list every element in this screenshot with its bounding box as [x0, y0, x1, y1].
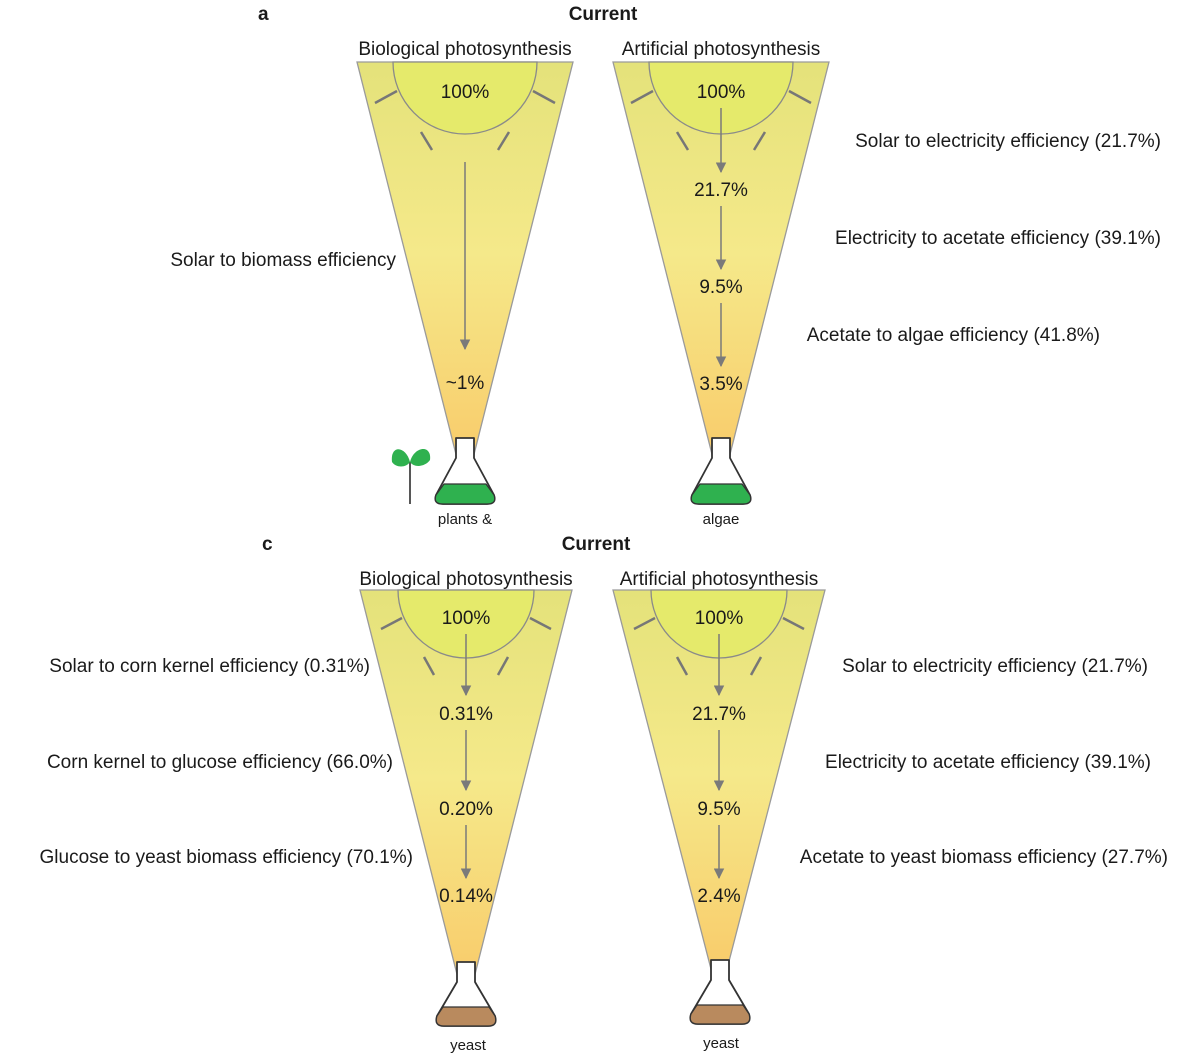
- sun-rays: [374, 89, 556, 151]
- sun-rays: [380, 616, 552, 676]
- efficiency-label: Solar to electricity efficiency (21.7%): [842, 656, 1148, 677]
- sun-icon: [392, 61, 538, 135]
- efficiency-label: Electricity to acetate efficiency (39.1%…: [835, 228, 1161, 249]
- sun-rays: [630, 89, 812, 151]
- organism-label: plants &: [438, 511, 492, 528]
- efficiency-label: Solar to corn kernel efficiency (0.31%): [49, 656, 370, 677]
- step-value: 9.5%: [697, 799, 740, 820]
- organism-label: yeast: [703, 1035, 740, 1052]
- sun-rays: [633, 616, 805, 676]
- step-value: 3.5%: [699, 374, 742, 395]
- column-title: Artificial photosynthesis: [622, 39, 821, 60]
- sun-icon: [650, 589, 788, 659]
- step-value: 100%: [441, 82, 490, 103]
- culture-fill: [689, 1004, 751, 1025]
- column-title: Biological photosynthesis: [359, 569, 572, 590]
- step-value: 2.4%: [697, 886, 740, 907]
- sun-icon: [397, 589, 535, 659]
- organism-label: algae: [703, 511, 740, 528]
- panel-a: a Current Biological photosynthesis 100%…: [170, 4, 1161, 528]
- column-artificial: Artificial photosynthesis 100% 21.7% 9.5…: [612, 569, 1168, 1052]
- panel-letter: a: [258, 4, 269, 25]
- step-value: 21.7%: [692, 704, 746, 725]
- efficiency-label: Solar to electricity efficiency (21.7%): [855, 131, 1161, 152]
- panel-c: c Current Biological photosynthesis 100%…: [40, 534, 1169, 1054]
- flask-icon: [435, 961, 497, 1027]
- step-value: 100%: [442, 608, 491, 629]
- column-biological: Biological photosynthesis 100% ~1% Solar…: [170, 39, 574, 528]
- efficiency-label: Corn kernel to glucose efficiency (66.0%…: [47, 752, 393, 773]
- column-artificial: Artificial photosynthesis 100% 21.7% 9.5…: [612, 39, 1161, 528]
- efficiency-label: Glucose to yeast biomass efficiency (70.…: [40, 847, 414, 868]
- flask-icon: [689, 959, 751, 1025]
- panel-heading: Current: [569, 4, 638, 25]
- step-value: ~1%: [446, 373, 485, 394]
- column-title: Biological photosynthesis: [358, 39, 571, 60]
- flask-icon: [690, 437, 752, 505]
- step-value: 100%: [695, 608, 744, 629]
- step-value: 0.14%: [439, 886, 493, 907]
- efficiency-label: Solar to biomass efficiency: [170, 250, 396, 271]
- efficiency-label: Acetate to algae efficiency (41.8%): [807, 325, 1100, 346]
- flask-icon: [434, 437, 496, 505]
- column-biological: Biological photosynthesis 100% 0.31% 0.2…: [40, 569, 573, 1054]
- panel-letter: c: [262, 534, 273, 555]
- column-title: Artificial photosynthesis: [620, 569, 819, 590]
- step-value: 21.7%: [694, 180, 748, 201]
- step-value: 0.31%: [439, 704, 493, 725]
- culture-fill: [434, 483, 496, 505]
- step-value: 100%: [697, 82, 746, 103]
- culture-fill: [690, 483, 752, 505]
- organism-label: yeast: [450, 1037, 487, 1054]
- efficiency-label: Acetate to yeast biomass efficiency (27.…: [800, 847, 1168, 868]
- sun-icon: [648, 61, 794, 135]
- step-value: 0.20%: [439, 799, 493, 820]
- step-value: 9.5%: [699, 277, 742, 298]
- efficiency-label: Electricity to acetate efficiency (39.1%…: [825, 752, 1151, 773]
- panel-heading: Current: [562, 534, 631, 555]
- culture-fill: [435, 1006, 497, 1027]
- sprout-icon: [391, 448, 431, 504]
